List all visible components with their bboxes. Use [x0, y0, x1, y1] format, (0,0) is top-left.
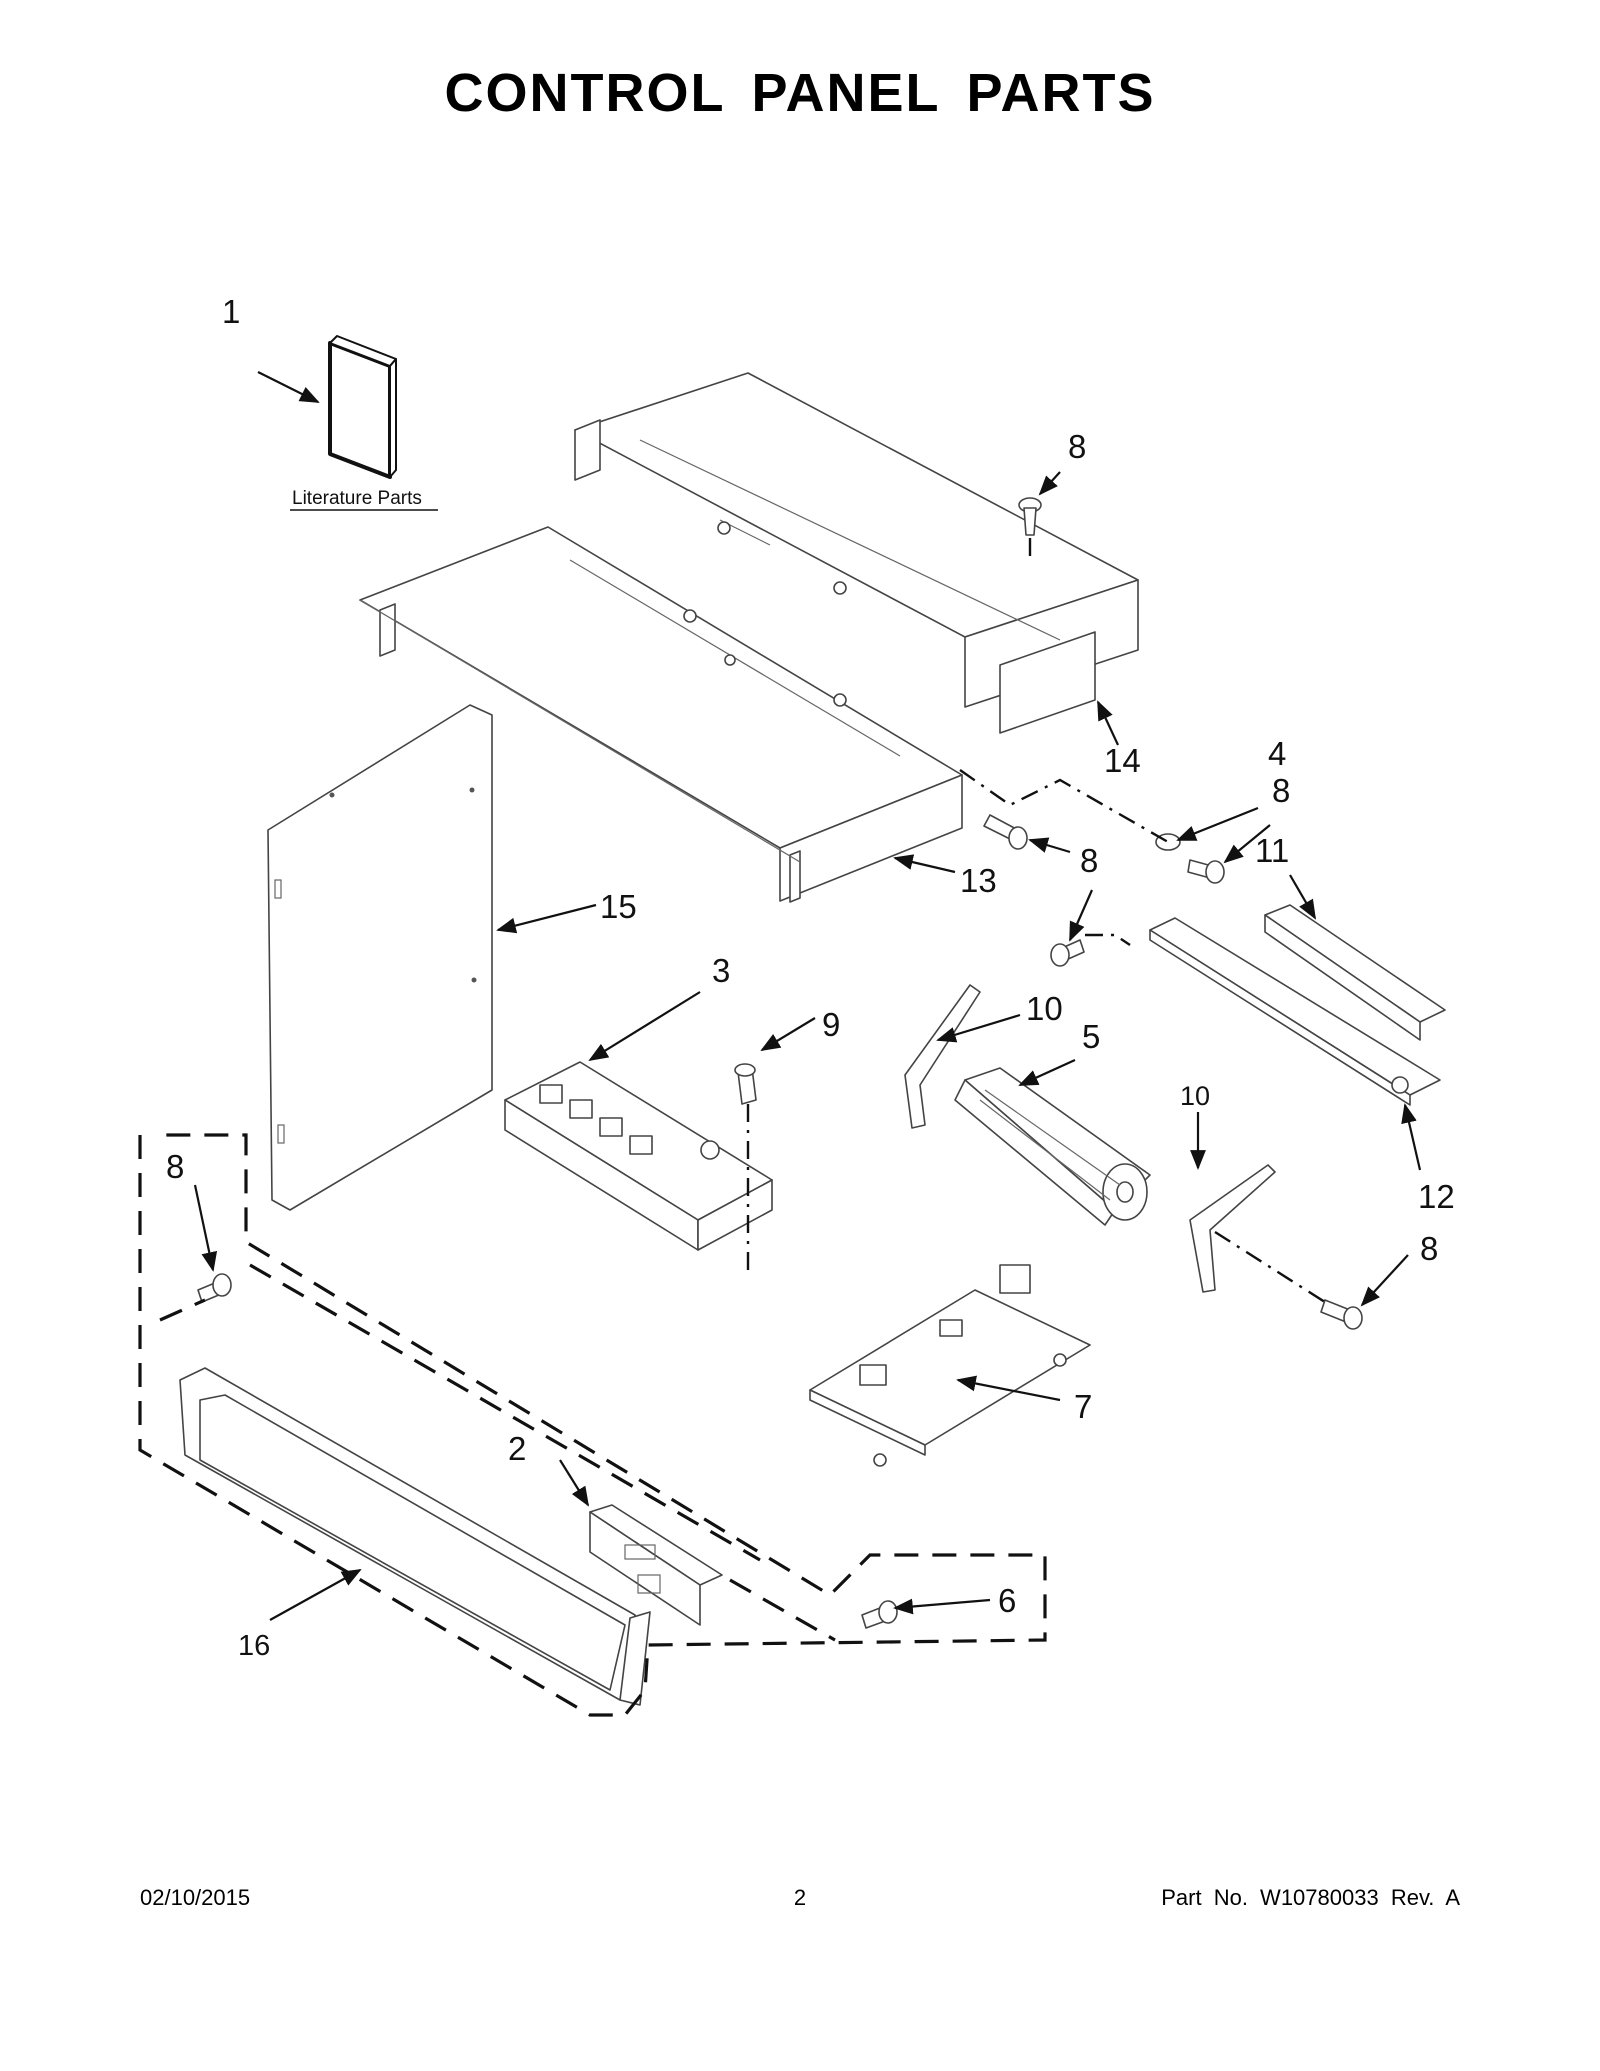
literature-parts-label: Literature Parts	[292, 488, 422, 509]
display-board-part	[589, 1504, 723, 1626]
callout-15: 15	[600, 888, 637, 925]
callout-6: 6	[998, 1582, 1016, 1619]
bracket-10-right-part	[1189, 1164, 1276, 1293]
callout-11: 11	[1255, 832, 1289, 869]
console-frame-part	[359, 526, 963, 903]
blower-part	[954, 1067, 1151, 1226]
callout-8: 8	[166, 1148, 184, 1185]
callout-7: 7	[1074, 1388, 1092, 1425]
screw-8-frame-part	[983, 814, 1028, 850]
screw-8-washer-part	[1187, 859, 1225, 884]
callout-8: 8	[1272, 772, 1290, 809]
upper-shroud-part	[574, 372, 1139, 734]
page-title: CONTROL PANEL PARTS	[444, 63, 1156, 123]
callout-4: 4	[1268, 735, 1286, 772]
callout-1: 1	[222, 293, 240, 330]
screw-9-part	[734, 1063, 757, 1105]
callout-8: 8	[1420, 1230, 1438, 1267]
footer-part-number: Part No. W10780033 Rev. A	[1161, 1885, 1460, 1910]
control-board-part	[809, 1264, 1091, 1467]
bracket-10-left-part	[904, 984, 981, 1129]
screw-8-left-part	[197, 1273, 232, 1303]
callout-10: 10	[1026, 990, 1063, 1027]
callout-3: 3	[712, 952, 730, 989]
bracket-12-part	[1149, 917, 1441, 1106]
callout-5: 5	[1082, 1018, 1100, 1055]
screw-8-right-part	[1320, 1299, 1363, 1330]
callout-8: 8	[1080, 842, 1098, 879]
callout-16: 16	[238, 1630, 270, 1662]
callout-8: 8	[1068, 428, 1086, 465]
literature-booklet-part	[328, 335, 397, 479]
callout-2: 2	[508, 1430, 526, 1467]
console-trim-part	[179, 1367, 651, 1706]
screw-8-top-part	[1018, 497, 1042, 536]
callout-14: 14	[1104, 742, 1141, 779]
callout-12: 12	[1418, 1178, 1455, 1215]
screw-8-bracket-part	[1050, 939, 1085, 967]
screw-6-part	[861, 1600, 898, 1629]
bar-11-part	[1264, 904, 1446, 1041]
footer-page-number: 2	[793, 1885, 807, 1910]
relay-board-part	[504, 1061, 773, 1251]
back-panel-part	[267, 704, 493, 1211]
footer-date: 02/10/2015	[140, 1885, 251, 1910]
callout-10: 10	[1180, 1081, 1210, 1111]
assembly-dashed-outline	[138, 1133, 1047, 1717]
callout-13: 13	[960, 862, 997, 899]
callout-9: 9	[822, 1006, 840, 1043]
